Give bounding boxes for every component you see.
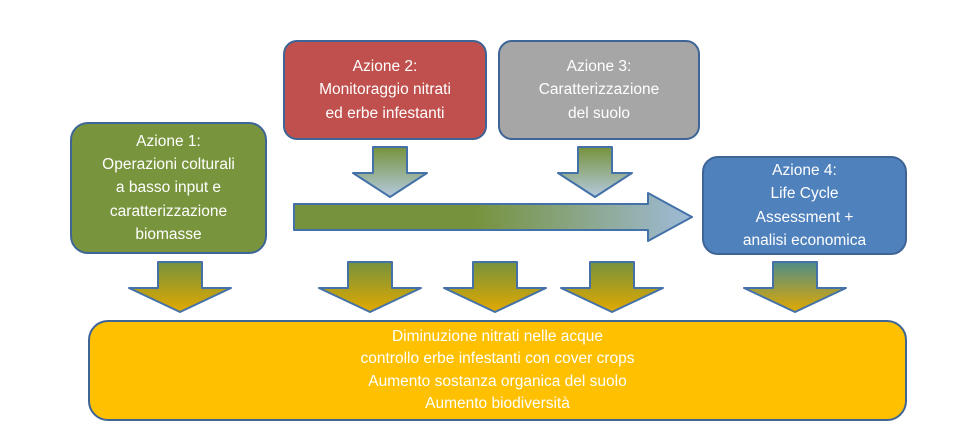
down-arrow-icon-outcome-1 [128,261,232,313]
box-azione-1-label: Azione 1: Operazioni colturali a basso i… [102,132,235,243]
down-arrow-icon-outcome-4 [560,261,664,313]
down-arrow-icon-outcome-5 [743,261,847,313]
box-azione-2: Azione 2: Monitoraggio nitrati ed erbe i… [283,40,487,140]
box-azione-1: Azione 1: Operazioni colturali a basso i… [70,122,267,254]
box-azione-4: Azione 4: Life Cycle Assessment + analis… [702,156,907,255]
right-arrow-icon-flow [293,192,693,242]
box-azione-3-label: Azione 3: Caratterizzazione del suolo [538,58,660,122]
box-outcomes: Diminuzione nitrati nelle acque controll… [88,320,907,421]
down-arrow-icon-azione2 [352,146,428,198]
down-arrow-icon-azione3 [557,146,633,198]
box-outcomes-label: Diminuzione nitrati nelle acque controll… [360,327,635,412]
down-arrow-icon-outcome-2 [318,261,422,313]
box-azione-2-label: Azione 2: Monitoraggio nitrati ed erbe i… [319,58,451,122]
down-arrow-icon-outcome-3 [443,261,547,313]
box-azione-4-label: Azione 4: Life Cycle Assessment + analis… [742,162,867,249]
box-azione-3: Azione 3: Caratterizzazione del suolo [498,40,700,140]
